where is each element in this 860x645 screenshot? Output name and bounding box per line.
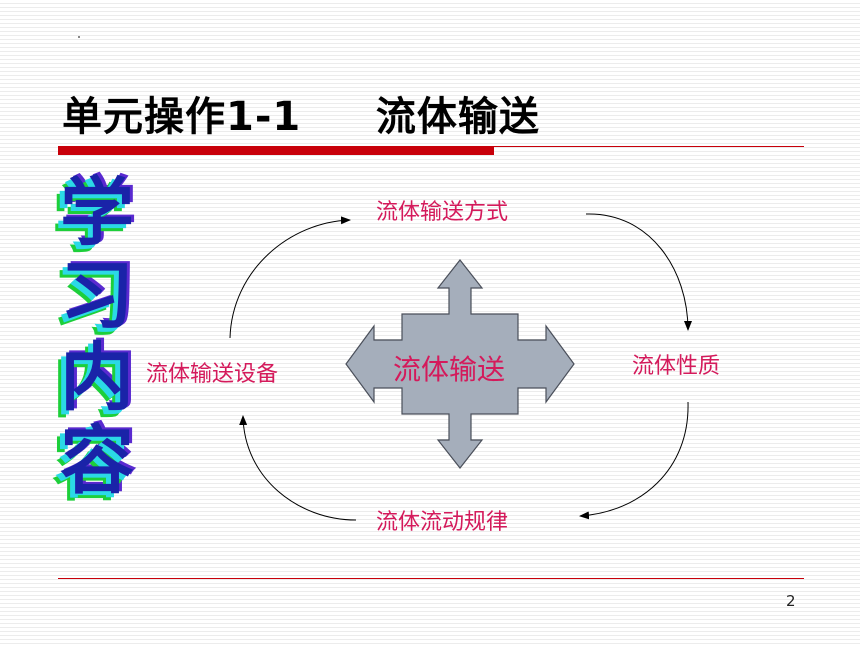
arrow-left-to-top (229, 216, 351, 339)
side-char-1: 学 (60, 170, 134, 256)
center-label: 流体输送 (393, 353, 506, 386)
decorative-dot (78, 36, 80, 38)
arrow-right-to-bottom (579, 401, 689, 520)
side-char-4: 容 (60, 417, 134, 504)
bottom-label: 流体流动规律 (376, 510, 509, 535)
side-char-3: 内 (60, 335, 134, 422)
four-way-arrow-shape (345, 259, 575, 469)
footer-rule (58, 578, 804, 579)
side-char-2: 习 (60, 252, 134, 339)
arrow-top-to-right (585, 213, 692, 331)
page-number: 2 (786, 592, 796, 610)
left-label: 流体输送设备 (146, 362, 279, 387)
right-label: 流体性质 (632, 354, 721, 379)
title-underline-thick (58, 146, 494, 155)
slide-title: 单元操作1-1 流体输送 (62, 94, 540, 140)
arrow-bottom-to-left (239, 415, 357, 521)
top-label: 流体输送方式 (376, 200, 509, 225)
side-vertical-label: 学 习 内 容 (42, 172, 152, 502)
